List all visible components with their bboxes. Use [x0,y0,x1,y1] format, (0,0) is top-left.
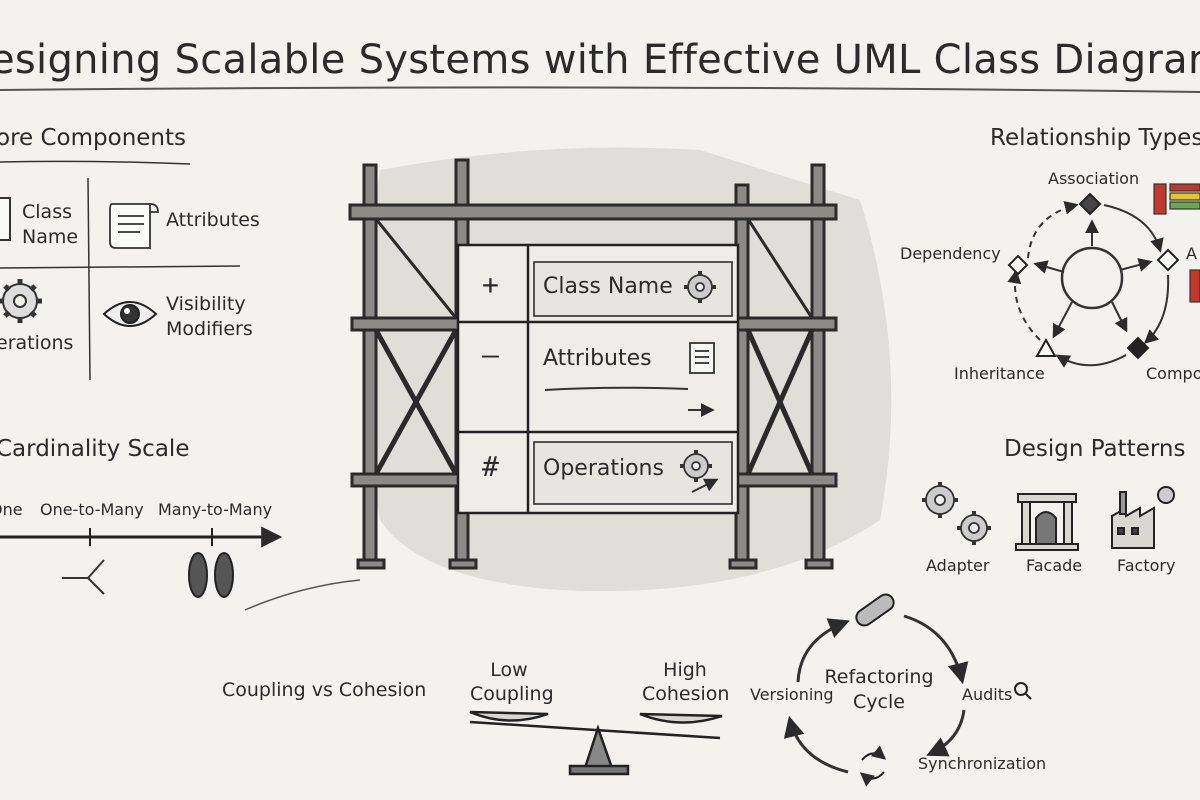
diagram-connector-arrow [244,579,361,611]
composition-diamond-icon [1126,336,1150,360]
facade-building-icon [1015,493,1079,551]
coupling-cohesion-heading: Coupling vs Cohesion [222,679,427,701]
title-underline [0,86,1200,93]
refactoring-synchronization-label: Synchronization [918,754,1047,773]
eye-icon [102,301,158,327]
core-components-panel [0,160,241,381]
one-to-many-fork-icon [62,559,105,595]
visibility-modifiers-label: Visibility Modifiers [166,293,253,340]
relationship-aggregation-label: A [1186,244,1197,263]
adapter-gears-icon [922,482,991,545]
refactoring-versioning-label: Versioning [750,685,834,704]
dependency-diamond-icon [1007,254,1029,276]
high-cohesion-label: High Cohesion [642,659,730,705]
class-card-icon [0,197,11,241]
aggregation-diamond-icon [1156,248,1180,272]
pattern-facade-label: Facade [1026,556,1083,575]
design-patterns-heading: Design Patterns [1004,436,1186,462]
pattern-factory-label: Factory [1117,556,1176,575]
low-coupling-label: Low Coupling [470,659,554,705]
cardinality-label-one: One [0,500,23,519]
refactoring-arrows [783,614,969,774]
refactoring-cycle-label: Refactoring Cycle [824,666,934,713]
uml-row-symbol-private: – [482,338,499,371]
relationship-composition-label: Compo [1146,364,1200,383]
uml-row-label-class-name: Class Name [543,274,673,299]
relationship-types-heading: Relationship Types [990,125,1200,151]
relationship-association-label: Association [1048,169,1140,188]
gear-icon [0,279,42,323]
attributes-label: Attributes [166,209,260,231]
scroll-roll-icon [855,593,895,627]
operations-gear-icon [680,450,712,482]
page-title: esigning Scalable Systems with Effective… [0,37,1200,83]
cardinality-label-many-to-many: Many-to-Many [158,500,273,519]
sync-icon [859,745,887,787]
core-components-heading: ore Components [0,125,186,151]
pattern-adapter-label: Adapter [926,556,990,575]
relationship-dependency-label: Dependency [900,244,1001,263]
uml-row-label-attributes: Attributes [543,346,652,371]
uml-row-symbol-public: + [482,268,499,301]
uml-row-symbol-protected: # [482,450,499,483]
many-to-many-icon [188,552,234,598]
scroll-icon [109,203,159,249]
relationship-cycle [1007,200,1170,368]
association-diamond-icon [1078,192,1102,216]
cardinality-heading: Cardinality Scale [0,436,190,462]
balance-scale [469,710,723,776]
attributes-doc-icon [689,342,715,374]
class-name-gear-icon [684,271,716,303]
uml-row-label-operations: Operations [543,456,664,481]
cardinality-label-one-to-many: One-to-Many [40,500,144,519]
refactoring-audits-label: Audits [962,685,1013,704]
relationship-inheritance-label: Inheritance [954,364,1045,383]
cardinality-axis [0,526,283,548]
magnifier-icon [1014,682,1032,700]
color-legend-swatches [1153,183,1200,303]
inheritance-triangle-icon [1035,337,1057,357]
uml-box-decorations [544,386,719,493]
operations-label: erations [0,332,74,354]
class-name-label: Class Name [22,201,79,248]
factory-icon [1111,486,1175,549]
